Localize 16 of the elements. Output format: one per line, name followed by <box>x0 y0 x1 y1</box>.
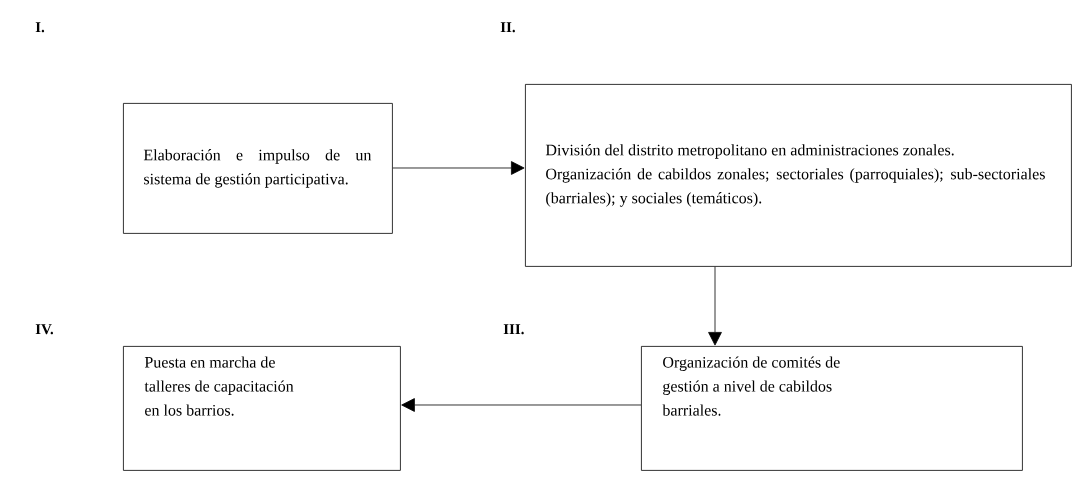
process-box <box>123 346 401 471</box>
arrow <box>392 161 525 175</box>
step-number: I. <box>35 22 45 33</box>
box-text: División del distrito metropolitano en administraciones zonales. <box>545 144 954 159</box>
box-text: Elaboración e impulso de un sistema de gestión participativa. <box>143 149 372 188</box>
step-number: III. <box>503 324 524 335</box>
arrow <box>401 398 642 412</box>
process-box <box>641 346 1023 471</box>
box-text: Organización de cabildos zonales; sectoriales (parroquiales); sub-sectoriales (barriales); y sociales (temáticos). <box>546 168 1045 207</box>
process-box <box>123 103 393 234</box>
step-number: IV. <box>35 324 54 335</box>
box-text: Puesta en marcha de talleres de capacitación en los barrios. <box>144 356 294 416</box>
process-box <box>525 84 1072 267</box>
box-text: Organización de comités de gestión a nivel de cabildos barriales. <box>662 356 840 416</box>
step-number: II. <box>500 22 515 33</box>
arrow <box>708 266 722 346</box>
